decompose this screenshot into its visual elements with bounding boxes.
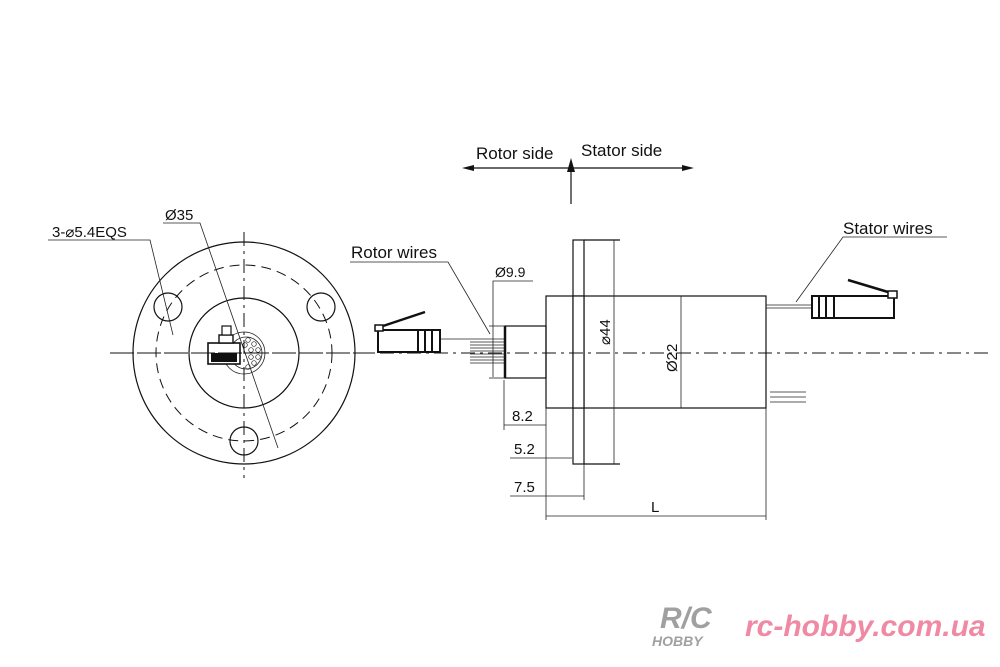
watermark: R/C HOBBY rc-hobby.com.ua xyxy=(652,602,986,649)
side-view: Rotor wires Stator wires Ø9.9 ⌀44 Ø22 8.… xyxy=(110,219,990,520)
pcd-callout: Ø35 xyxy=(165,207,193,224)
rc-hobby-logo: R/C xyxy=(660,602,713,635)
front-view: 3-⌀5.4EQS Ø35 xyxy=(48,207,372,478)
hole-callout: 3-⌀5.4EQS xyxy=(52,224,127,241)
stator-wires-label: Stator wires xyxy=(843,219,933,238)
dim-7-5: 7.5 xyxy=(514,479,535,496)
watermark-site: rc-hobby.com.ua xyxy=(745,610,986,643)
direction-indicator: Rotor side Stator side xyxy=(462,141,694,204)
rotor-stub xyxy=(504,325,547,379)
mount-hole xyxy=(153,292,183,322)
flange-dia-dim: ⌀44 xyxy=(597,319,614,345)
dim-5-2: 5.2 xyxy=(514,441,535,458)
dim-length: L xyxy=(651,499,659,516)
stator-connector-icon xyxy=(811,278,898,319)
rotor-connector-icon xyxy=(374,310,441,353)
stator-side-label: Stator side xyxy=(581,141,662,160)
dim-8-2: 8.2 xyxy=(512,408,533,425)
rotor-wires-label: Rotor wires xyxy=(351,243,437,262)
body-dia-dim: Ø22 xyxy=(664,344,681,372)
rotor-dia-dim: Ø9.9 xyxy=(495,264,526,280)
rotor-side-label: Rotor side xyxy=(476,144,553,163)
rc-hobby-logo-sub: HOBBY xyxy=(652,633,704,649)
mount-hole xyxy=(306,292,336,322)
